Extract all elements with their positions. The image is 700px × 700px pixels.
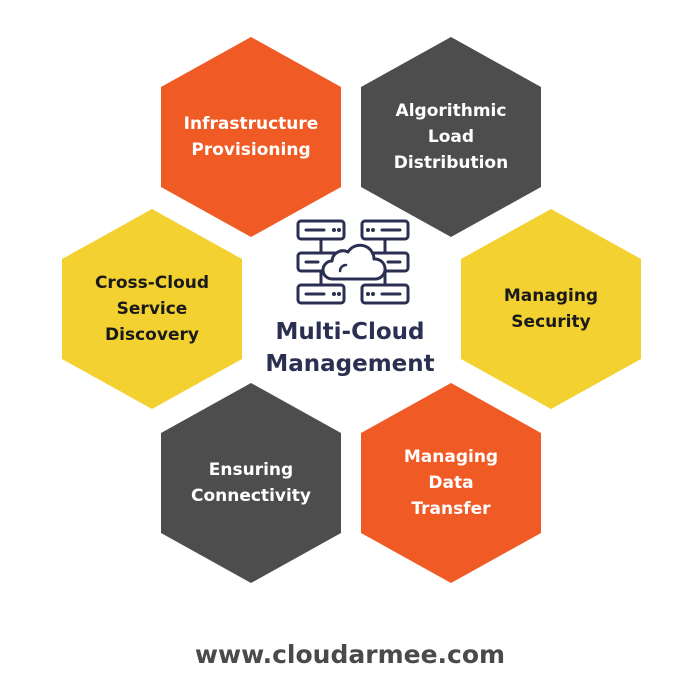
- label-line: Transfer: [411, 499, 491, 519]
- center-title-line: Management: [265, 351, 435, 377]
- footer-url: www.cloudarmee.com: [194, 640, 506, 669]
- hex-label: Managing Security: [496, 283, 606, 335]
- label-line: Security: [511, 312, 591, 332]
- label-line: Load: [427, 127, 475, 147]
- label-line: Connectivity: [190, 486, 312, 506]
- hex-managing-security: Managing Security: [461, 209, 641, 409]
- hex-infrastructure-provisioning: Infrastructure Provisioning: [161, 37, 341, 237]
- hex-label: Algorithmic Load Distribution: [386, 98, 516, 176]
- label-line: Algorithmic: [395, 101, 507, 121]
- hex-label: Cross-Cloud Service Discovery: [87, 270, 217, 348]
- server-cloud-icon: [296, 219, 410, 305]
- label-line: Service: [116, 299, 188, 319]
- hex-managing-data-transfer: Managing Data Transfer: [361, 383, 541, 583]
- label-line: Managing: [403, 447, 499, 467]
- center-title-line: Multi-Cloud: [275, 319, 425, 345]
- hex-label: Managing Data Transfer: [396, 444, 506, 522]
- label-line: Data: [428, 473, 474, 493]
- label-line: Ensuring: [208, 460, 294, 480]
- hex-label: Ensuring Connectivity: [183, 457, 319, 509]
- hex-algorithmic-load-distribution: Algorithmic Load Distribution: [361, 37, 541, 237]
- label-line: Discovery: [105, 325, 199, 345]
- center-title: Multi-Cloud Management: [230, 316, 470, 380]
- label-line: Managing: [503, 286, 599, 306]
- hex-label: Infrastructure Provisioning: [176, 111, 327, 163]
- hex-cross-cloud-service-discovery: Cross-Cloud Service Discovery: [62, 209, 242, 409]
- label-line: Cross-Cloud: [94, 273, 210, 293]
- hex-ensuring-connectivity: Ensuring Connectivity: [161, 383, 341, 583]
- label-line: Infrastructure: [183, 114, 319, 134]
- label-line: Provisioning: [191, 140, 311, 160]
- label-line: Distribution: [393, 153, 509, 173]
